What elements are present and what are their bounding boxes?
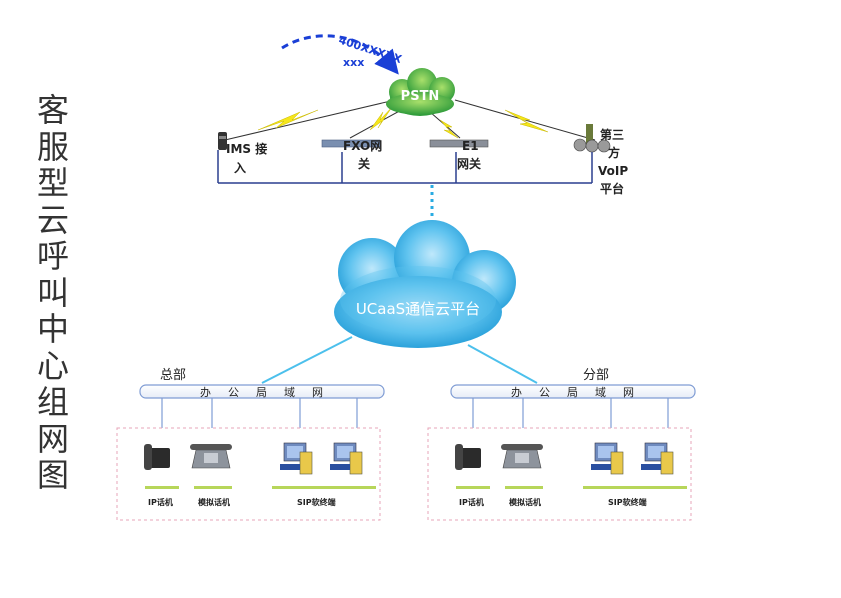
voip-platform-icon bbox=[573, 124, 611, 153]
device-bar bbox=[456, 486, 490, 489]
title-char: 云 bbox=[36, 200, 69, 239]
sip-soft-label: SIP软终端 bbox=[297, 497, 336, 507]
lan-char: 域 bbox=[595, 386, 606, 399]
analog-phone-icon bbox=[501, 444, 543, 469]
lan-char: 办 bbox=[200, 386, 211, 399]
title-char: 组 bbox=[36, 383, 69, 421]
branch-name: 总部 bbox=[160, 368, 186, 383]
voip-label-4: 平台 bbox=[600, 181, 624, 196]
lan-char: 网 bbox=[312, 386, 323, 399]
lan-bar bbox=[450, 384, 696, 399]
branch-headquarters: 总部 办 公 局 域 网 bbox=[116, 368, 385, 521]
title-char: 网 bbox=[36, 419, 69, 458]
voip-label-3: VoIP bbox=[598, 164, 628, 178]
gateway-ims-label-1: IMS 接 bbox=[226, 141, 267, 156]
ip-phone-icon bbox=[455, 444, 481, 470]
lan-char: 局 bbox=[256, 386, 267, 399]
gateway-ims-label-2: 入 bbox=[234, 161, 246, 175]
lan-char: 局 bbox=[567, 386, 578, 399]
dial-number-suffix: xxx bbox=[343, 56, 364, 69]
e1-gateway-icon bbox=[429, 139, 489, 148]
device-bar bbox=[583, 486, 687, 489]
ims-device-icon bbox=[218, 132, 227, 150]
ip-phone-label: IP话机 bbox=[459, 497, 484, 507]
lan-char: 公 bbox=[539, 386, 550, 399]
gateway-fxo-label-2: 关 bbox=[358, 156, 370, 171]
office-frame bbox=[116, 427, 381, 521]
device-bar bbox=[505, 486, 543, 489]
office-frame bbox=[427, 427, 692, 521]
title-char: 型 bbox=[36, 164, 69, 202]
voip-label-2: 方 bbox=[608, 145, 620, 160]
sip-softphone-icon bbox=[641, 442, 674, 475]
device-bar bbox=[194, 486, 232, 489]
analog-phone-label: 模拟话机 bbox=[509, 497, 541, 507]
lan-char: 域 bbox=[284, 386, 295, 399]
analog-phone-label: 模拟话机 bbox=[198, 497, 230, 507]
lan-char: 网 bbox=[623, 386, 634, 399]
ip-phone-label: IP话机 bbox=[148, 497, 173, 507]
branch-office: 分部 办 公 局 域 网 bbox=[427, 368, 696, 521]
sip-softphone-icon bbox=[330, 442, 363, 475]
title-char: 客 bbox=[36, 91, 69, 129]
device-bar bbox=[145, 486, 179, 489]
title-char: 呼 bbox=[36, 237, 69, 275]
sip-softphone-icon bbox=[280, 442, 313, 475]
title-char: 图 bbox=[36, 456, 69, 494]
lan-char: 办 bbox=[511, 386, 522, 399]
title-char: 叫 bbox=[36, 273, 69, 312]
pstn-label: PSTN bbox=[401, 89, 440, 104]
fxo-gateway-icon bbox=[321, 139, 381, 148]
lightning-icon bbox=[257, 106, 549, 139]
gateway-fxo-label-1: FXO网 bbox=[343, 139, 382, 153]
device-bar bbox=[272, 486, 376, 489]
incoming-call-arrow bbox=[281, 34, 399, 75]
voip-label-1: 第三 bbox=[600, 127, 624, 142]
gateway-e1-label-1: E1 bbox=[462, 139, 479, 153]
branch-name: 分部 bbox=[583, 368, 609, 383]
pstn-cloud: PSTN bbox=[386, 68, 455, 116]
ucaas-cloud: UCaaS通信云平台 bbox=[334, 220, 516, 348]
lan-char: 公 bbox=[228, 386, 239, 399]
title-char: 心 bbox=[36, 346, 69, 385]
page-title: 客 服 型 云 呼 叫 中 心 组 网 图 bbox=[33, 92, 73, 494]
gateway-e1-label-2: 网关 bbox=[457, 156, 481, 171]
sip-soft-label: SIP软终端 bbox=[608, 497, 647, 507]
title-char: 中 bbox=[36, 310, 69, 348]
cloud-label: UCaaS通信云平台 bbox=[356, 300, 480, 318]
sip-softphone-icon bbox=[591, 442, 624, 475]
cloud-branch-links bbox=[261, 336, 538, 384]
lan-bar bbox=[139, 384, 385, 399]
title-char: 服 bbox=[36, 127, 69, 166]
gateway-backbone bbox=[217, 150, 593, 184]
analog-phone-icon bbox=[190, 444, 232, 469]
ip-phone-icon bbox=[144, 444, 170, 470]
